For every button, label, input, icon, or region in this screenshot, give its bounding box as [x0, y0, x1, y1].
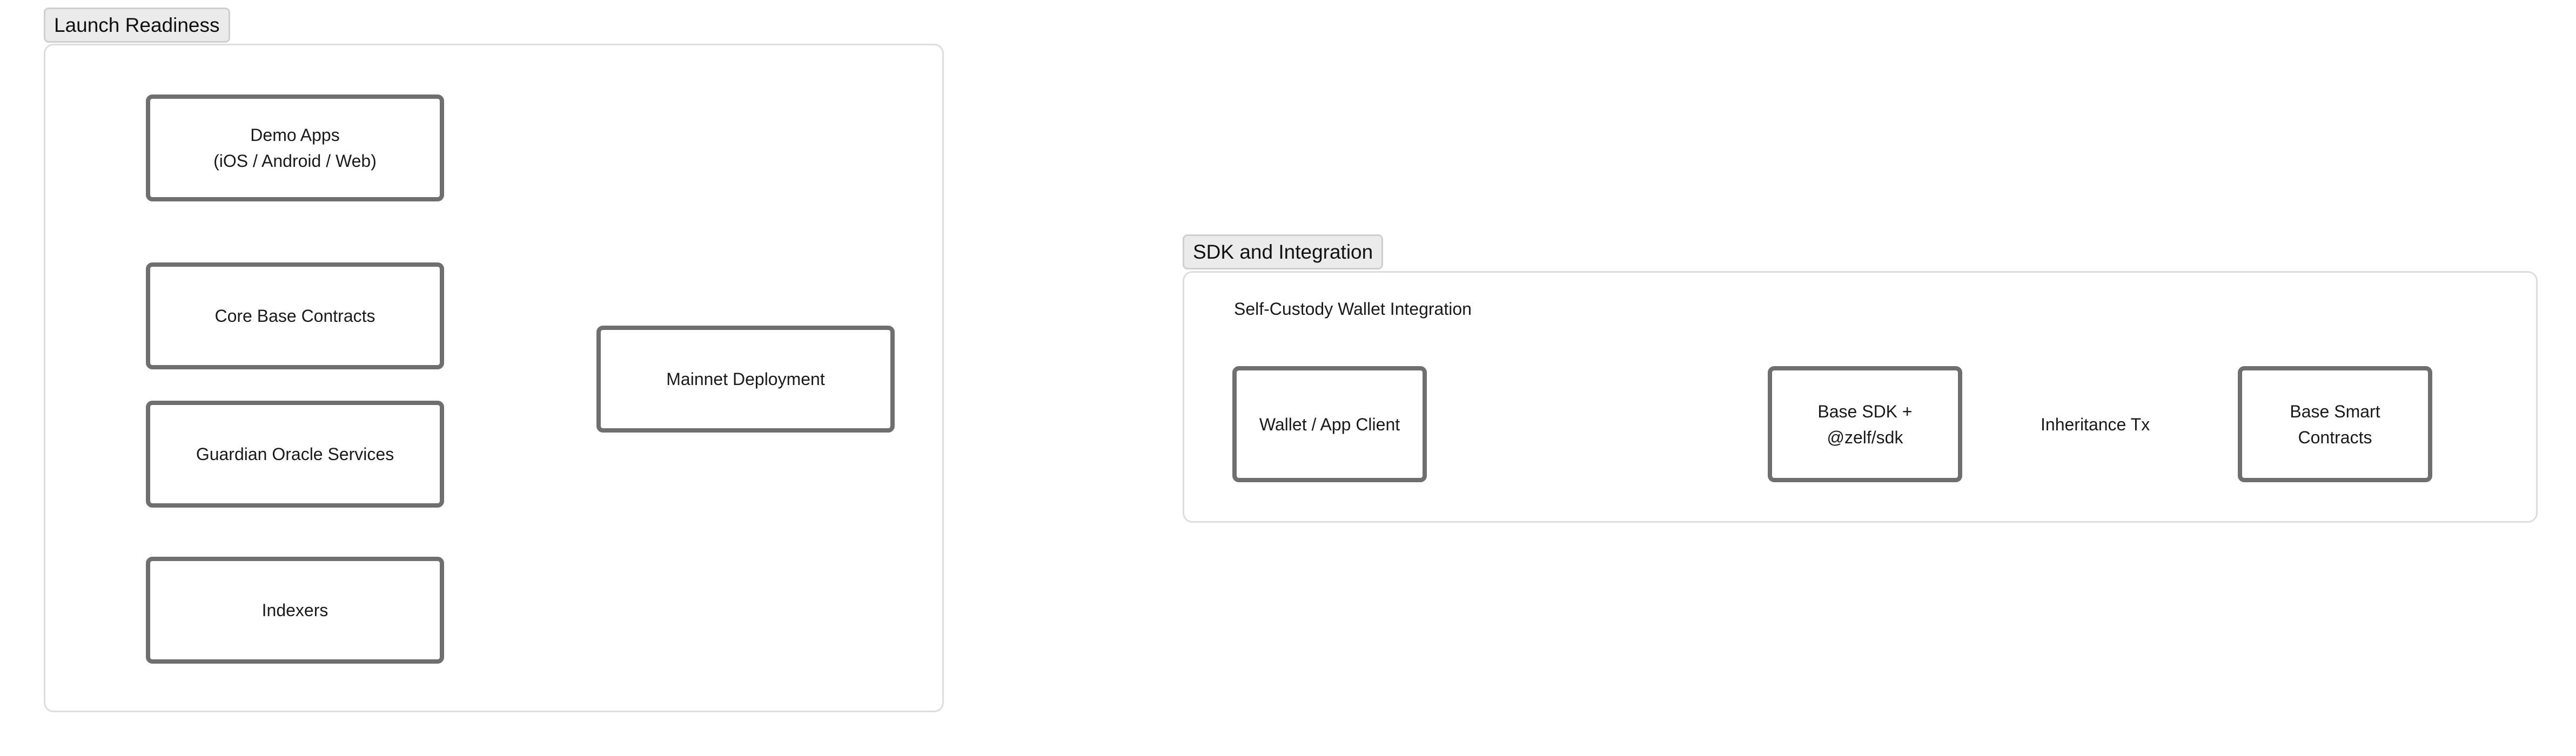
node-core-base-contracts[interactable]: Core Base Contracts: [146, 262, 444, 369]
edge-label-inheritance-tx: Inheritance Tx: [2034, 416, 2157, 433]
node-mainnet-deployment[interactable]: Mainnet Deployment: [596, 326, 895, 433]
sdk-integration-label: SDK and Integration: [1183, 234, 1384, 269]
node-guardian-oracle-services[interactable]: Guardian Oracle Services: [146, 401, 444, 508]
node-indexers[interactable]: Indexers: [146, 557, 444, 664]
node-wallet-app-client[interactable]: Wallet / App Client: [1232, 366, 1427, 482]
node-base-smart-contracts[interactable]: Base Smart Contracts: [2238, 366, 2432, 482]
node-base-sdk[interactable]: Base SDK + @zelf/sdk: [1768, 366, 1962, 482]
subgroup-title-self-custody: Self-Custody Wallet Integration: [1234, 299, 1472, 319]
launch-readiness-label: Launch Readiness: [44, 8, 230, 43]
node-demo-apps[interactable]: Demo Apps (iOS / Android / Web): [146, 94, 444, 201]
